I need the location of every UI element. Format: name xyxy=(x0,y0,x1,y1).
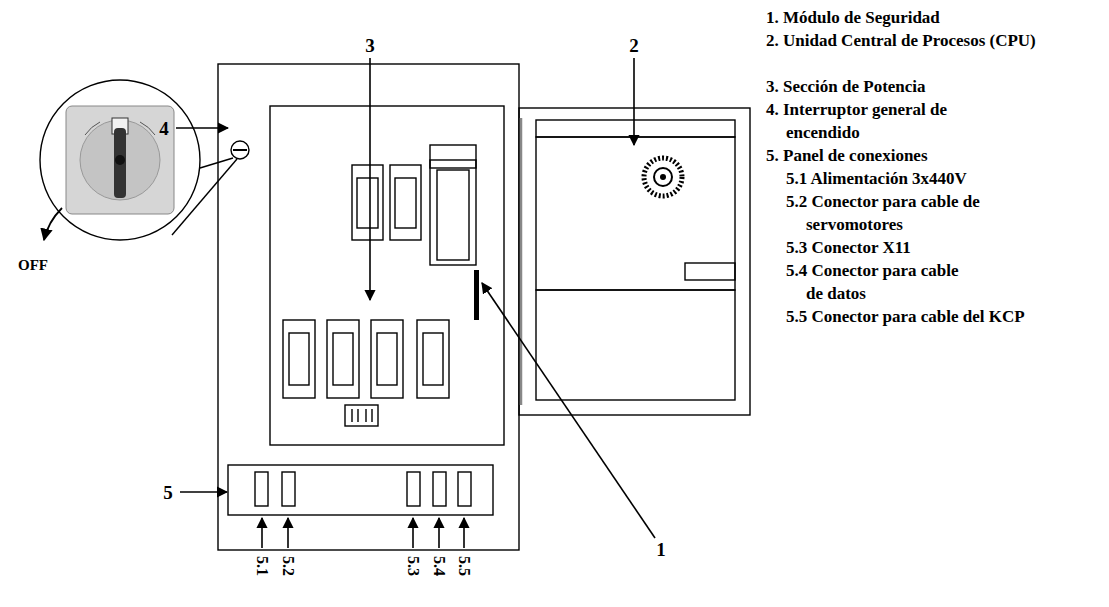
legend-entry: 5.3 Conector X11 xyxy=(786,236,1106,259)
callout-number: 4 xyxy=(159,119,169,138)
callout-number: OFF xyxy=(18,258,48,273)
callout-number: 5.5 xyxy=(456,556,472,576)
legend-entry: 5.5 Conector para cable del KCP xyxy=(786,305,1041,328)
callout-number: 5 xyxy=(163,483,173,502)
callout-number: 5.2 xyxy=(280,556,296,576)
legend-entry: 5.1 Alimentación 3x440V xyxy=(786,167,1109,190)
legend-entry: 4. Interruptor general de encendido xyxy=(766,98,1001,144)
legend-entry: 1. Módulo de Seguridad xyxy=(766,6,1109,29)
callout-number: 3 xyxy=(365,36,375,55)
callout-number: 5.3 xyxy=(405,556,421,576)
legend-entry: 5.2 Conector para cable de servomotores xyxy=(786,190,1011,236)
legend-entry: 3. Sección de Potencia xyxy=(766,75,1109,98)
callout-number: 5.4 xyxy=(431,556,447,576)
legend-entry: 2. Unidad Central de Procesos (CPU) xyxy=(766,29,1041,52)
legend-entry: 5.4 Conector para cable de datos xyxy=(786,259,971,305)
callout-number: 5.1 xyxy=(254,556,270,576)
callout-number: 2 xyxy=(629,36,639,55)
callout-number: 1 xyxy=(656,540,666,559)
legend-entry: 5. Panel de conexiones xyxy=(766,144,1109,167)
